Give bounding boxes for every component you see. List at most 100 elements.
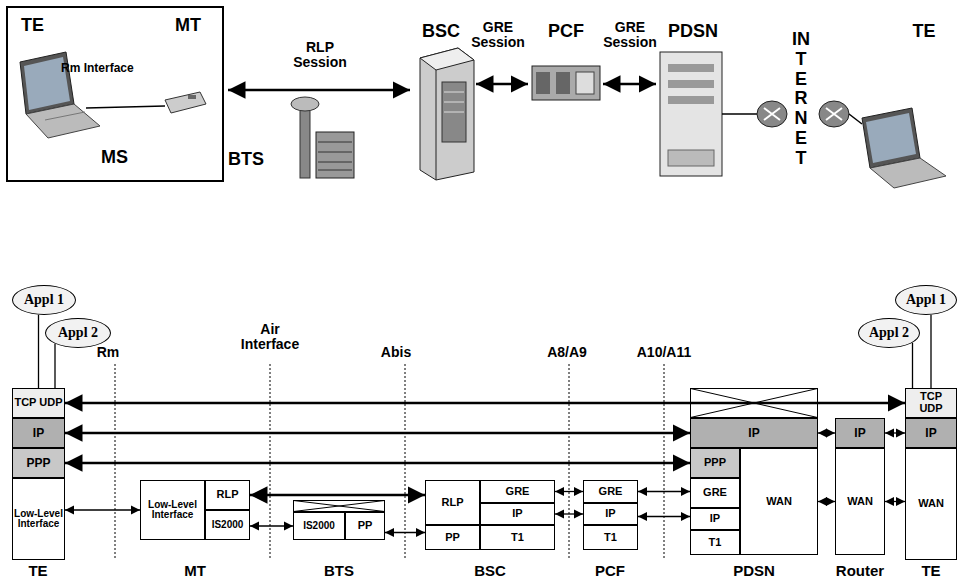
- peer-arrow: [638, 491, 690, 492]
- node-text: T1: [510, 532, 525, 544]
- protocol-layer-box: WAN: [740, 448, 818, 555]
- protocol-layer-box: IS2000: [205, 510, 250, 540]
- node-text: GRE: [598, 486, 624, 498]
- node-text: Appl 2: [57, 326, 99, 341]
- protocol-layer-box: PP: [345, 512, 385, 540]
- label-text: PDSN: [668, 22, 718, 42]
- label-text: PCF: [595, 563, 625, 580]
- node-text: TE: [20, 16, 45, 35]
- label-text: PCF: [548, 22, 584, 42]
- label-text: TE: [28, 563, 47, 580]
- peer-arrow: [555, 513, 583, 514]
- node-text: PPP: [703, 457, 727, 469]
- application-oval: Appl 1: [12, 285, 76, 315]
- peer-arrow: [638, 516, 690, 517]
- protocol-layer-box: IP: [690, 508, 740, 530]
- connector-line: [54, 344, 55, 388]
- label-text: A8/A9: [547, 345, 587, 360]
- application-oval: Appl 1: [895, 285, 957, 315]
- node-text: MT: [174, 16, 202, 35]
- pdsn-server-icon: [660, 52, 722, 176]
- peer-arrow: [885, 432, 905, 433]
- node-text: IP: [853, 427, 866, 440]
- node-text: GRE: [505, 486, 531, 498]
- laptop-icon: [862, 108, 946, 188]
- label-text: TE: [912, 22, 935, 42]
- protocol-layer-box: PP: [425, 525, 480, 550]
- connector-line: [38, 315, 39, 388]
- node-text: Low-Level Interface: [13, 509, 64, 530]
- label-text: Router: [836, 563, 884, 580]
- label-text: GRE Session: [468, 20, 528, 51]
- connector-line: [912, 343, 913, 388]
- peer-arrow: [555, 491, 583, 492]
- protocol-layer-box: IP: [12, 418, 65, 448]
- node-text: IP: [32, 427, 45, 440]
- application-oval: Appl 2: [45, 318, 111, 348]
- peer-arrow: [818, 432, 835, 433]
- protocol-layer-box: GRE: [480, 480, 555, 503]
- protocol-layer-box: WAN: [905, 448, 957, 560]
- node-text: IP: [709, 513, 721, 525]
- protocol-layer-box: GRE: [583, 480, 638, 503]
- node-text: WAN: [765, 496, 793, 508]
- connector-line: [930, 315, 931, 388]
- protocol-layer-box: RLP: [425, 480, 480, 525]
- node-text: Appl 2: [868, 326, 910, 341]
- protocol-layer-box: T1: [690, 530, 740, 555]
- node-text: IP: [924, 427, 937, 440]
- protocol-layer-box: GRE: [690, 478, 740, 508]
- protocol-layer-box: PPP: [690, 448, 740, 478]
- empty-layer-box: [294, 389, 818, 512]
- label-text: Abis: [381, 345, 411, 360]
- node-text: MS: [100, 148, 129, 167]
- label-text: A10/A11: [637, 345, 691, 360]
- peer-arrow: [250, 525, 293, 526]
- peer-arrow: [818, 501, 835, 502]
- node-text: WAN: [846, 496, 874, 508]
- node-text: GRE: [702, 487, 728, 499]
- mobile-station-box: TE MT Rm InterfaceMS: [6, 6, 224, 182]
- label-text: MT: [184, 563, 206, 580]
- node-text: RLP: [441, 497, 465, 509]
- node-text: IS2000: [302, 521, 336, 532]
- peer-arrow: [65, 509, 140, 510]
- gre-session-arrow: [603, 83, 656, 86]
- protocol-layer-box: IP: [480, 503, 555, 525]
- bts-icon: [291, 97, 354, 178]
- protocol-layer-box: PPP: [12, 448, 65, 478]
- node-text: RLP: [216, 489, 240, 501]
- wire: [849, 114, 862, 124]
- bsc-icon: [420, 48, 474, 180]
- node-text: T1: [603, 532, 618, 544]
- node-text: Low-Level Interface: [141, 500, 204, 521]
- node-text: Rm Interface: [60, 62, 135, 75]
- label-text: Rm: [97, 345, 120, 360]
- protocol-layer-box: IS2000: [293, 512, 345, 540]
- peer-arrow: [65, 432, 690, 435]
- protocol-layer-box: TCP UDP: [905, 388, 957, 418]
- node-text: PP: [357, 520, 374, 532]
- protocol-layer-box: TCP UDP: [12, 388, 65, 418]
- pcf-icon: [532, 66, 600, 100]
- node-text: IP: [747, 427, 760, 440]
- peer-arrow: [385, 532, 425, 533]
- label-text: PDSN: [733, 563, 775, 580]
- label-text: TE: [921, 563, 940, 580]
- node-text: WAN: [917, 498, 945, 510]
- node-text: TCP UDP: [906, 391, 956, 414]
- node-text: Appl 1: [23, 293, 65, 308]
- node-text: IP: [604, 508, 616, 520]
- node-text: IP: [511, 508, 523, 520]
- label-text: BSC: [474, 563, 506, 580]
- wire: [722, 113, 757, 115]
- peer-arrow: [65, 462, 690, 465]
- label-text: GRE Session: [600, 20, 660, 51]
- protocol-layer-box: IP: [835, 418, 885, 448]
- protocol-layer-box: T1: [583, 525, 638, 550]
- peer-arrow: [65, 402, 905, 405]
- node-text: PPP: [25, 457, 51, 470]
- node-text: IS2000: [211, 520, 245, 531]
- label-text: BTS: [324, 563, 354, 580]
